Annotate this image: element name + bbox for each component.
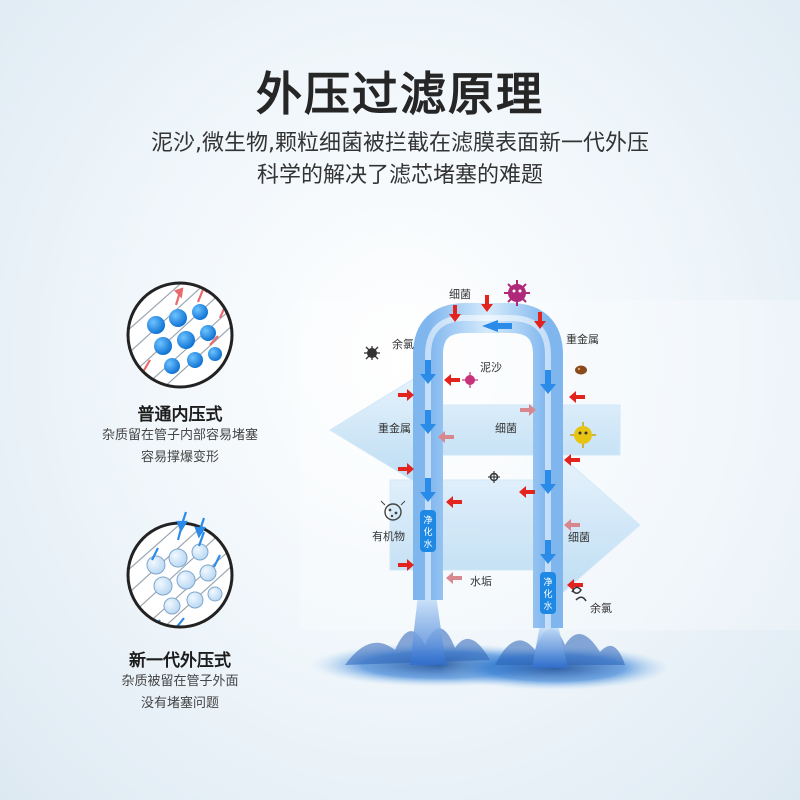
inflow-arrow-faded-4 <box>446 572 462 584</box>
heavy-metal-icon <box>575 365 587 375</box>
label-heavy-metal-left: 重金属 <box>378 421 411 435</box>
inflow-arrows-faded <box>438 404 580 584</box>
u-tube <box>413 303 563 628</box>
chlorine-swirl-icon <box>571 586 587 602</box>
label-chlorine-bottom: 余氯 <box>590 601 612 615</box>
label-sediment: 泥沙 <box>480 361 502 374</box>
inflow-arrow-8 <box>446 496 462 508</box>
page-title: 外压过滤原理 <box>256 67 544 121</box>
bacteria-small-icon <box>462 372 478 388</box>
purified-water-label-right-2: 化 <box>543 588 552 600</box>
water-jet-left <box>410 595 446 665</box>
inflow-arrow-1 <box>449 305 461 322</box>
external-desc-line-1: 杂质被留在管子外面 <box>121 674 239 689</box>
label-organic-matter: 有机物 <box>372 529 405 543</box>
chlorine-icon <box>364 346 380 360</box>
internal-pressure-title: 普通内压式 <box>137 405 223 425</box>
clogged-fibers <box>147 304 222 374</box>
purified-water-label-left-3: 水 <box>423 538 432 550</box>
label-bacteria-middle: 细菌 <box>495 422 517 435</box>
inflow-arrow-faded-2 <box>438 431 454 443</box>
page-subtitle: 泥沙,微生物,颗粒细菌被拦截在滤膜表面新一代外压 科学的解决了滤芯堵塞的难题 <box>0 128 800 192</box>
internal-desc-line-2: 容易撑爆变形 <box>140 450 219 465</box>
internal-pressure-illustration <box>126 281 234 389</box>
external-pressure-title: 新一代外压式 <box>129 651 231 671</box>
flow-arrow-r1 <box>540 370 556 394</box>
water-jet-right <box>532 625 568 668</box>
flow-arrow-l3 <box>420 478 436 502</box>
clean-fibers <box>146 543 223 615</box>
purified-water-label-left-1: 净 <box>423 514 432 526</box>
inflow-arrow-11 <box>569 391 585 403</box>
inflow-arrow-5 <box>398 463 414 475</box>
particle-icon <box>488 471 500 483</box>
virus-icon <box>504 280 530 306</box>
external-pressure-desc: 杂质被留在管子外面 没有堵塞问题 <box>50 671 310 715</box>
inflow-arrow-4 <box>398 389 414 401</box>
purified-water-label-right-3: 水 <box>543 600 552 612</box>
label-heavy-metal-right: 重金属 <box>566 332 599 346</box>
subtitle-line-2: 科学的解决了滤芯堵塞的难题 <box>256 163 543 188</box>
purified-water-label-left-2: 化 <box>423 526 432 538</box>
flow-arrow-l1 <box>420 360 436 384</box>
external-pressure-illustration <box>126 511 234 629</box>
label-chlorine-left: 余氯 <box>392 337 414 351</box>
flow-arrow-l2 <box>420 410 436 434</box>
inflow-arrow-2 <box>481 295 493 312</box>
purified-water-badge-left: 净 化 水 <box>420 510 436 552</box>
tube-flow-arrows <box>420 320 556 564</box>
purified-water-badge-right: 净 化 水 <box>540 572 556 614</box>
flow-arrow-r2 <box>540 470 556 494</box>
inflow-arrow-6 <box>398 559 414 571</box>
internal-desc-line-1: 杂质留在管子内部容易堵塞 <box>101 428 258 443</box>
inflow-arrow-10 <box>564 454 580 466</box>
inflow-arrow-9 <box>519 486 535 498</box>
subtitle-line-1: 泥沙,微生物,颗粒细菌被拦截在滤膜表面新一代外压 <box>151 131 649 156</box>
organic-matter-icon <box>380 500 406 521</box>
inflow-arrow-3 <box>534 312 546 329</box>
inflow-arrow-12 <box>567 579 583 591</box>
internal-pressure-desc: 杂质留在管子内部容易堵塞 容易撑爆变形 <box>50 425 310 469</box>
label-scale: 水垢 <box>470 575 492 588</box>
flow-arrow-top <box>482 320 512 332</box>
inflow-arrow-faded-3 <box>564 519 580 531</box>
inflow-arrows <box>398 295 585 591</box>
germ-yellow-icon <box>570 422 596 448</box>
purified-water-label-right-1: 净 <box>543 576 552 588</box>
label-bacteria-right: 细菌 <box>568 531 590 544</box>
inflow-arrow-faded-1 <box>520 404 536 416</box>
flow-arrow-r3 <box>540 540 556 564</box>
inflow-arrow-7 <box>444 374 460 386</box>
water-splash <box>310 628 670 690</box>
external-desc-line-2: 没有堵塞问题 <box>140 696 219 711</box>
label-bacteria-top: 细菌 <box>449 288 471 301</box>
